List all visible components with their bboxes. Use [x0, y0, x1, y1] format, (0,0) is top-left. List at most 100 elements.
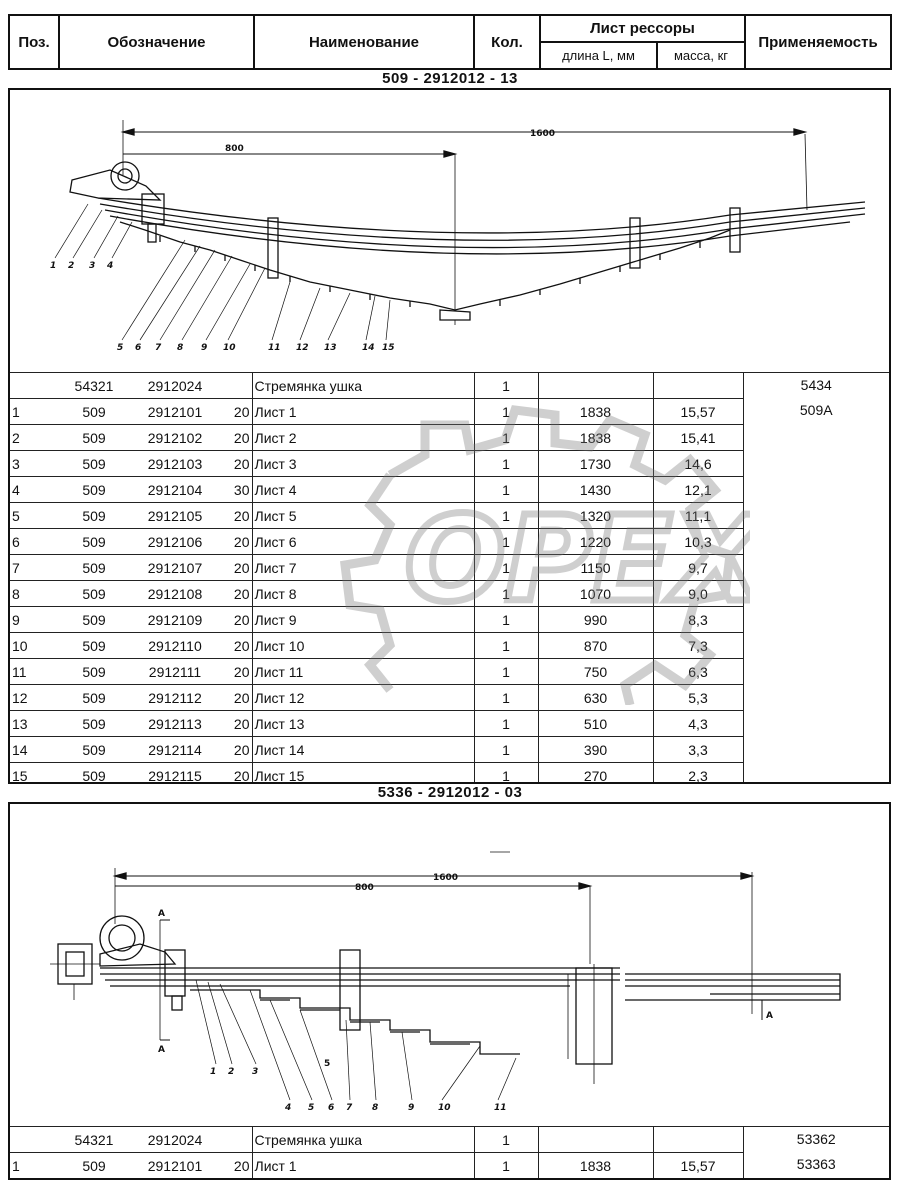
parts1-cell-a: 509	[56, 424, 132, 451]
parts1-cell-mass: 2,3	[652, 762, 743, 782]
parts1-cell-pos: 8	[10, 580, 56, 607]
parts2-cell-pos: 1	[10, 1152, 56, 1178]
parts1-cell-a: 509	[56, 476, 132, 503]
svg-text:5: 5	[308, 1103, 314, 1113]
parts1-cell-b: 2912104	[132, 476, 218, 503]
parts1-cell-pos: 1	[10, 398, 56, 425]
parts1-cell-b: 2912110	[132, 632, 218, 659]
header-applicability: Применяемость	[744, 14, 893, 70]
parts1-cell-b: 2912024	[132, 372, 218, 399]
parts1-cell-pos: 14	[10, 736, 56, 763]
parts1-cell-name: Лист 9	[251, 606, 474, 633]
svg-text:12: 12	[296, 343, 309, 353]
parts1-cell-qty: 1	[473, 658, 538, 685]
parts1-cell-c: 20	[218, 528, 252, 555]
parts1-cell-c: 20	[218, 398, 252, 425]
parts1-cell-len: 990	[537, 606, 653, 633]
parts1-cell-len: 1838	[537, 424, 653, 451]
parts1-applicability-item: 5434	[800, 377, 832, 393]
parts1-cell-b: 2912106	[132, 528, 218, 555]
parts1-cell-b: 2912105	[132, 502, 218, 529]
parts1-cell-qty: 1	[473, 684, 538, 711]
parts1-cell-pos: 3	[10, 450, 56, 477]
parts1-cell-mass: 5,3	[652, 684, 743, 711]
parts1-applicability-item: 509А	[799, 402, 833, 418]
parts1-cell-qty: 1	[473, 554, 538, 581]
parts1-cell-a: 509	[56, 580, 132, 607]
parts2-cell-c: 20	[218, 1152, 252, 1178]
parts2-cell-qty: 1	[473, 1126, 538, 1153]
parts1-cell-b: 2912115	[132, 762, 218, 782]
parts1-cell-name: Лист 3	[251, 450, 474, 477]
parts1-cell-c: 20	[218, 632, 252, 659]
parts1-cell-name: Лист 6	[251, 528, 474, 555]
parts1-cell-len: 870	[537, 632, 653, 659]
svg-text:10: 10	[223, 343, 236, 353]
svg-text:7: 7	[155, 343, 162, 353]
parts1-cell-a: 509	[56, 632, 132, 659]
parts1-cell-qty: 1	[473, 476, 538, 503]
parts2-cell-len	[537, 1126, 653, 1153]
parts1-cell-pos	[10, 372, 56, 399]
parts1-cell-len: 1838	[537, 398, 653, 425]
parts1-cell-mass: 4,3	[652, 710, 743, 737]
parts1-cell-b: 2912111	[132, 658, 218, 685]
parts1-cell-name: Лист 11	[251, 658, 474, 685]
spring-drawing-2: 1600 800 А А А 5 1 2 3 4 5 6 7 8 9 10 11	[50, 851, 841, 1113]
parts1-cell-c: 20	[218, 580, 252, 607]
header-mass: масса, кг	[655, 41, 747, 70]
parts2-cell-mass	[652, 1126, 743, 1153]
parts1-cell-c: 20	[218, 554, 252, 581]
parts1-cell-pos: 10	[10, 632, 56, 659]
parts1-cell-pos: 11	[10, 658, 56, 685]
parts1-cell-b: 2912103	[132, 450, 218, 477]
section-mark-a-right: А	[766, 1011, 773, 1021]
parts1-cell-a: 509	[56, 450, 132, 477]
parts1-cell-b: 2912113	[132, 710, 218, 737]
svg-text:13: 13	[324, 343, 337, 353]
parts1-cell-qty: 1	[473, 398, 538, 425]
parts1-cell-pos: 6	[10, 528, 56, 555]
parts1-cell-a: 509	[56, 710, 132, 737]
small-mark-5: 5	[324, 1059, 330, 1069]
parts1-cell-pos: 13	[10, 710, 56, 737]
parts1-cell-b: 2912109	[132, 606, 218, 633]
parts1-cell-a: 509	[56, 502, 132, 529]
svg-text:9: 9	[201, 343, 207, 353]
parts1-cell-c: 20	[218, 684, 252, 711]
parts1-cell-pos: 9	[10, 606, 56, 633]
svg-text:7: 7	[346, 1103, 353, 1113]
parts1-cell-b: 2912108	[132, 580, 218, 607]
parts1-cell-mass: 8,3	[652, 606, 743, 633]
parts1-cell-name: Лист 7	[251, 554, 474, 581]
parts1-cell-mass: 14,6	[652, 450, 743, 477]
parts1-cell-qty: 1	[473, 528, 538, 555]
section-mark-a-top: А	[158, 909, 165, 919]
parts1-cell-len: 510	[537, 710, 653, 737]
svg-text:8: 8	[177, 343, 183, 353]
parts1-cell-name: Лист 1	[251, 398, 474, 425]
parts1-cell-pos: 4	[10, 476, 56, 503]
parts1-cell-c: 20	[218, 762, 252, 782]
parts2-cell-name: Лист 1	[251, 1152, 474, 1178]
parts1-cell-qty: 1	[473, 580, 538, 607]
parts1-cell-len: 1320	[537, 502, 653, 529]
svg-text:14: 14	[362, 343, 375, 353]
parts1-cell-a: 54321	[56, 372, 132, 399]
